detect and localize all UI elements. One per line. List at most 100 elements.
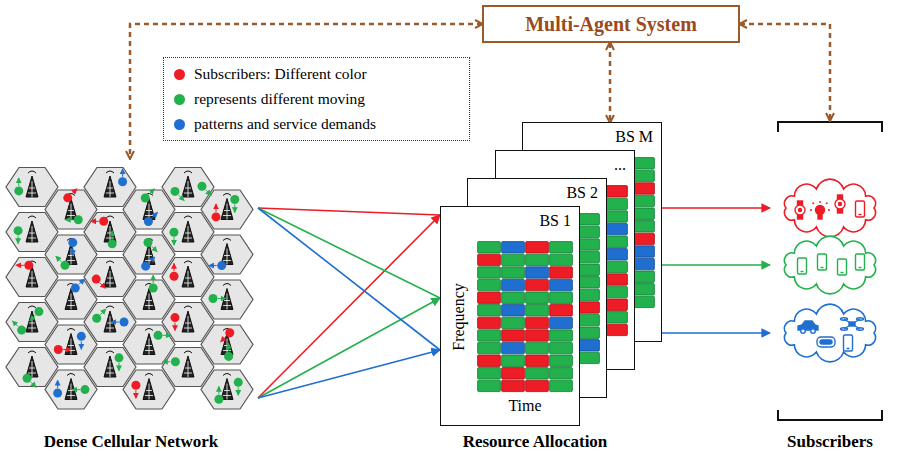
subscriber-dot — [68, 238, 77, 247]
phone-icon — [798, 258, 807, 274]
phone-icon — [838, 259, 847, 275]
motion-arrow — [216, 204, 217, 212]
node-label: BS 2 — [566, 184, 598, 202]
resource-block — [526, 355, 549, 366]
node-label: Subscribers — [787, 432, 873, 452]
resource-block — [478, 368, 501, 379]
motion-arrow — [179, 195, 185, 201]
resource-block — [605, 274, 628, 285]
cloud-shape — [784, 304, 875, 362]
motion-arrow — [163, 335, 171, 336]
resource-block — [502, 380, 525, 391]
tower-icon — [104, 306, 116, 332]
subscriber-dot — [197, 182, 206, 191]
resource-block — [478, 242, 501, 253]
resource-block — [526, 317, 549, 328]
resource-block — [632, 296, 655, 307]
resource-block — [502, 267, 525, 278]
allocation-arrow — [662, 264, 770, 266]
bracket-bottom — [778, 410, 882, 420]
resource-block — [605, 236, 628, 247]
tower-icon — [65, 329, 77, 355]
motion-arrow — [149, 257, 155, 263]
subscriber-dot — [14, 186, 23, 195]
subscriber-dot — [115, 353, 124, 362]
resource-block — [632, 246, 655, 257]
cell-hexagon — [201, 325, 253, 364]
motion-arrow — [122, 169, 123, 177]
resource-block — [605, 286, 628, 297]
motion-arrow — [209, 265, 217, 266]
resource-block — [502, 254, 525, 265]
subscriber-dot — [170, 228, 179, 237]
subscriber-dot — [119, 318, 128, 327]
resource-block — [478, 380, 501, 391]
resource-block — [605, 186, 628, 197]
tower-icon — [143, 374, 155, 400]
legend-row: Subscribers: Different color — [174, 65, 459, 83]
phone-icon — [818, 254, 827, 270]
cell-hexagon — [201, 370, 253, 409]
resource-block — [632, 208, 655, 219]
resource-block — [577, 226, 600, 237]
resource-block — [632, 221, 655, 232]
resource-block — [478, 254, 501, 265]
resource-block — [478, 330, 501, 341]
resource-block — [526, 380, 549, 391]
motion-arrow — [234, 205, 235, 213]
resource-block — [526, 279, 549, 290]
tower-icon — [143, 329, 155, 355]
motion-arrow — [228, 343, 229, 351]
allocation-arrow — [258, 208, 440, 398]
motion-arrow — [218, 386, 219, 394]
subscriber-dot — [99, 217, 108, 226]
motion-arrow — [174, 323, 175, 331]
motion-arrow — [149, 189, 155, 195]
motion-arrow — [162, 361, 170, 362]
resource-block — [605, 198, 628, 209]
legend-text: represents different moving — [194, 90, 365, 108]
resource-block — [550, 368, 573, 379]
node-label: BS M — [615, 128, 653, 146]
resource-block — [478, 342, 501, 353]
resource-block — [526, 242, 549, 253]
drone-icon — [841, 318, 864, 330]
subscriber-dot — [171, 357, 180, 366]
resource-block — [478, 317, 501, 328]
resource-block — [550, 305, 573, 316]
resource-block — [550, 267, 573, 278]
subscriber-dot — [144, 217, 153, 226]
tower-icon — [182, 306, 194, 332]
car-icon — [798, 321, 818, 333]
subscriber-dot — [17, 326, 26, 335]
tower-icon — [65, 239, 77, 265]
motion-arrow — [151, 246, 157, 252]
resource-block — [632, 271, 655, 282]
resource-block — [478, 267, 501, 278]
resource-block — [526, 267, 549, 278]
resource-block — [605, 261, 628, 272]
resource-block — [526, 292, 549, 303]
phone-icon — [844, 335, 853, 351]
resource-block — [605, 223, 628, 234]
resource-block — [632, 284, 655, 295]
resource-block — [478, 305, 501, 316]
resource-block — [502, 305, 525, 316]
subscriber-clouds — [784, 179, 875, 362]
resource-block — [550, 342, 573, 353]
legend-swatch — [174, 69, 185, 80]
control-link — [130, 24, 482, 158]
cloud-shape — [784, 236, 875, 294]
subscriber-dot — [141, 262, 150, 271]
tower-icon — [182, 171, 194, 197]
resource-block — [605, 249, 628, 260]
phone-icon — [856, 254, 865, 270]
motion-arrow — [174, 237, 175, 245]
resource-block — [632, 170, 655, 181]
resource-block — [478, 292, 501, 303]
legend-swatch — [174, 94, 185, 105]
subscriber-dot — [170, 313, 179, 322]
node-label: ... — [614, 156, 626, 174]
cell-hexagon — [201, 235, 253, 274]
subscriber-dot — [14, 226, 23, 235]
